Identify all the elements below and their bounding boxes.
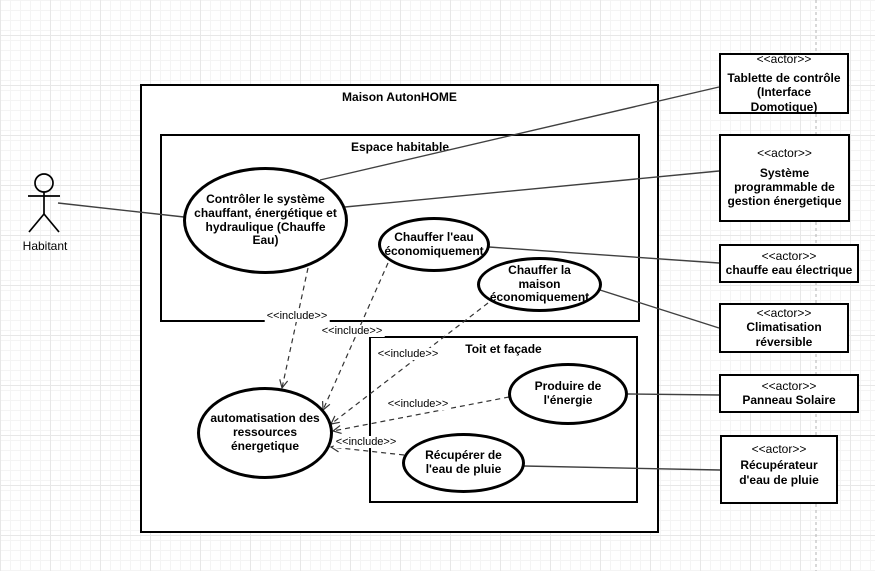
actor-stereotype: <<actor>> xyxy=(756,306,812,321)
usecase-label: Contrôler le système chauffant, énergéti… xyxy=(194,191,337,248)
usecase-chauffer-eau[interactable]: Chauffer l'eau économiquement xyxy=(378,217,490,272)
actor-box-chauffe-eau-electrique[interactable]: <<actor>> chauffe eau électrique xyxy=(719,244,859,283)
include-label-chauffer-eau: <<include>> xyxy=(319,325,385,338)
usecase-label: automatisation des ressources énergetiqu… xyxy=(210,411,320,453)
usecase-produire-energie[interactable]: Produire de l'énergie xyxy=(508,363,628,425)
actor-box-systeme-programmable[interactable]: <<actor>> Système programmable de gestio… xyxy=(719,134,850,222)
usecase-automatisation-ressources[interactable]: automatisation des ressources énergetiqu… xyxy=(197,387,333,479)
habitant-label: Habitant xyxy=(22,239,68,253)
actor-stereotype: <<actor>> xyxy=(761,378,817,393)
actor-stereotype: <<actor>> xyxy=(756,51,812,66)
actor-name: Système programmable de gestion énergeti… xyxy=(727,165,842,209)
actor-stereotype: <<actor>> xyxy=(757,146,812,161)
habitant-stick-figure-icon[interactable] xyxy=(28,173,60,233)
actor-name: chauffe eau électrique xyxy=(725,262,853,277)
usecase-recuperer-eau-pluie[interactable]: Récupérer de l'eau de pluie xyxy=(402,433,525,493)
actor-name: Récupérateur d'eau de pluie xyxy=(739,458,819,487)
actor-name: Panneau Solaire xyxy=(742,392,836,407)
include-label-chauffer-maison: <<include>> xyxy=(375,348,441,361)
usecase-label: Chauffer l'eau économiquement xyxy=(384,229,484,258)
usecase-label: Chauffer la maison économiquement xyxy=(489,262,590,305)
actor-box-panneau-solaire[interactable]: <<actor>> Panneau Solaire xyxy=(719,374,859,413)
actor-stereotype: <<actor>> xyxy=(751,442,807,456)
usecase-label: Produire de l'énergie xyxy=(534,379,602,407)
actor-box-recuperateur-eau-pluie[interactable]: <<actor>> Récupérateur d'eau de pluie xyxy=(720,435,838,504)
usecase-controler-systeme[interactable]: Contrôler le système chauffant, énergéti… xyxy=(183,167,348,274)
include-label-produire: <<include>> xyxy=(385,398,451,411)
actor-stereotype: <<actor>> xyxy=(761,248,817,263)
actor-name: Tablette de contrôle (Interface Domotiqu… xyxy=(727,71,841,114)
actor-box-tablette-de-controle[interactable]: <<actor>> Tablette de contrôle (Interfac… xyxy=(719,51,849,114)
actor-name: Climatisation réversible xyxy=(746,320,822,349)
subsystem-espace-title: Espace habitable xyxy=(350,140,450,154)
usecase-label: Récupérer de l'eau de pluie xyxy=(425,448,502,476)
usecase-chauffer-maison[interactable]: Chauffer la maison économiquement xyxy=(477,257,602,312)
system-boundary-title: Maison AutonHOME xyxy=(342,90,457,104)
actor-box-climatisation-reversible[interactable]: <<actor>> Climatisation réversible xyxy=(719,303,849,353)
include-label-recuperer: <<include>> xyxy=(333,436,399,449)
include-label-controler: <<include>> xyxy=(264,310,330,323)
